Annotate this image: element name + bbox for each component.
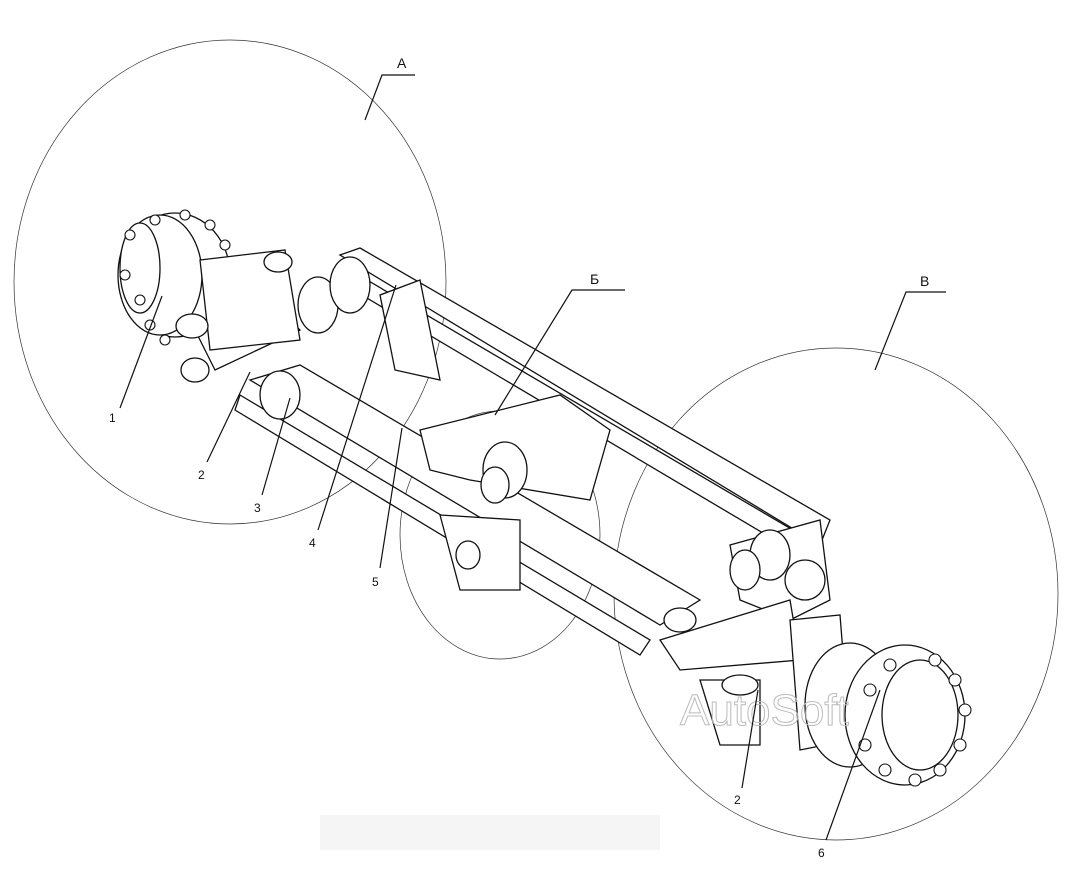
callout-v: В bbox=[920, 273, 929, 289]
axle-assembly bbox=[117, 209, 972, 787]
watermark: AutoSoft bbox=[680, 686, 849, 735]
callout-6: 6 bbox=[818, 846, 825, 860]
blank-strip bbox=[320, 815, 660, 850]
leader-lines bbox=[119, 74, 946, 841]
callout-b: Б bbox=[590, 271, 599, 287]
callout-3: 3 bbox=[254, 501, 261, 515]
callout-2-right: 2 bbox=[734, 793, 741, 807]
zone-a-outline bbox=[13, 39, 447, 525]
callout-5: 5 bbox=[372, 575, 379, 589]
callout-a: А bbox=[397, 55, 407, 71]
callout-1: 1 bbox=[109, 411, 116, 425]
callout-4: 4 bbox=[309, 536, 316, 550]
callout-2-left: 2 bbox=[198, 468, 205, 482]
